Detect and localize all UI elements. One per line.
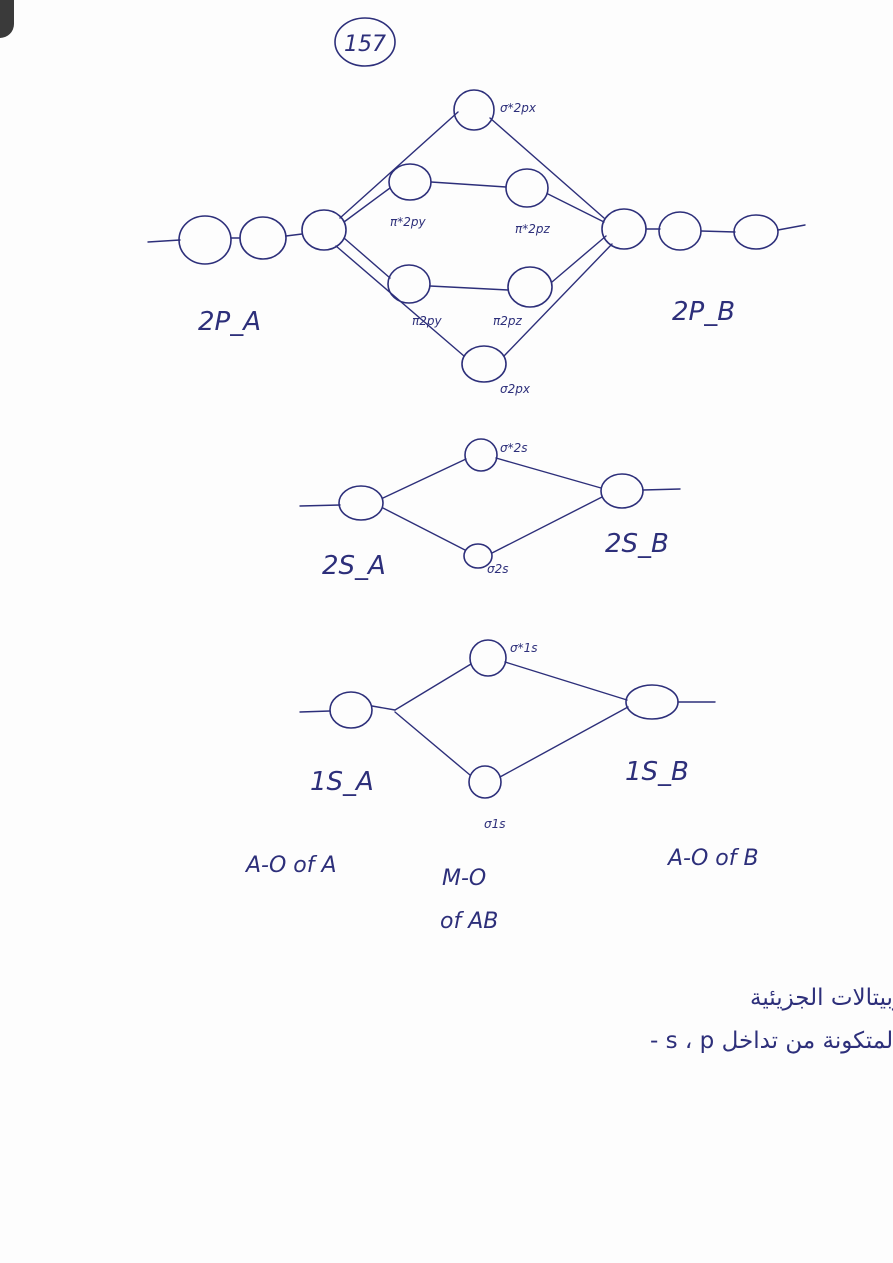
diagram-2p: σ*2px π*2py π*2pz π2py π2pz σ2px 2P_A 2P… <box>147 89 806 396</box>
page-number: 157 <box>334 17 396 67</box>
correlation-lines-2p <box>335 111 613 357</box>
orbital-2pa-1 <box>178 215 232 265</box>
footer-labels: A-O of A M-O of AB A-O of B <box>244 846 759 934</box>
label-sigma-star-2s: σ*2s <box>500 441 528 455</box>
orbital-2pa-3 <box>301 209 347 251</box>
caption-line-1: شكل يمثل مستويات الطاقة للاوربيتالات الج… <box>750 985 893 1011</box>
diagram-2s: σ*2s σ2s 2S_A 2S_B <box>299 438 681 581</box>
diagram-1s: σ*1s σ1s 1S_A 1S_B <box>299 639 716 831</box>
orbital-sigma-1s <box>468 765 502 799</box>
orbital-2pb-1 <box>601 208 647 250</box>
orbital-1sb <box>625 684 679 720</box>
label-pi-star-2pz: π*2pz <box>515 222 550 236</box>
caption: شكل يمثل مستويات الطاقة للاوربيتالات الج… <box>650 985 893 1054</box>
orbital-2sb <box>600 473 644 509</box>
orbital-2pb-2 <box>658 211 702 251</box>
label-sigma-2s: σ2s <box>487 562 509 576</box>
tick-line <box>299 504 341 507</box>
label-sigma-2px: σ2px <box>500 382 531 396</box>
label-1s-b: 1S_B <box>625 757 689 787</box>
tick-line <box>777 224 806 231</box>
orbital-2sa <box>338 485 384 521</box>
label-sigma-star-2px: σ*2px <box>500 101 537 115</box>
label-1s-a: 1S_A <box>310 767 374 797</box>
link-line <box>700 230 736 233</box>
orbital-2pb-3 <box>733 214 779 250</box>
tick-line <box>299 710 331 713</box>
orbital-1sa <box>329 691 373 729</box>
orbital-2pa-2 <box>239 216 287 260</box>
label-ao-of-b: A-O of B <box>666 846 759 871</box>
orbital-sigma-star-2px <box>453 89 495 131</box>
orbital-sigma-star-1s <box>469 639 507 677</box>
orbital-pi-star-2pz <box>505 168 549 208</box>
correlation-lines-2s <box>382 457 603 554</box>
caption-line-2: المتكونة من تداخل s ، p - <box>650 1028 893 1054</box>
correlation-lines-1s <box>371 661 629 778</box>
label-ao-of-a: A-O of A <box>244 853 337 878</box>
label-mo-line1: M-O <box>442 866 486 891</box>
label-pi-2pz: π2pz <box>493 314 522 328</box>
label-pi-star-2py: π*2py <box>390 215 426 229</box>
label-pi-2py: π2py <box>412 314 442 328</box>
label-2s-a: 2S_A <box>322 551 386 581</box>
label-sigma-star-1s: σ*1s <box>510 641 538 655</box>
label-2p-b: 2P_B <box>672 297 735 327</box>
orbital-sigma-2px <box>461 345 507 383</box>
orbital-sigma-2s <box>463 543 493 569</box>
label-mo-line2: of AB <box>440 909 498 934</box>
orbital-pi-star-2py <box>388 163 432 201</box>
link-line <box>285 233 303 237</box>
tick-line <box>642 488 681 491</box>
label-2s-b: 2S_B <box>605 529 669 559</box>
scan-corner-shadow <box>0 0 14 38</box>
orbital-sigma-star-2s <box>464 438 498 472</box>
orbital-pi-2py <box>387 264 431 304</box>
page-number-text: 157 <box>344 32 386 57</box>
label-sigma-1s: σ1s <box>484 817 506 831</box>
orbital-pi-2pz <box>507 266 553 308</box>
label-2p-a: 2P_A <box>198 307 261 337</box>
tick-line <box>147 239 181 243</box>
